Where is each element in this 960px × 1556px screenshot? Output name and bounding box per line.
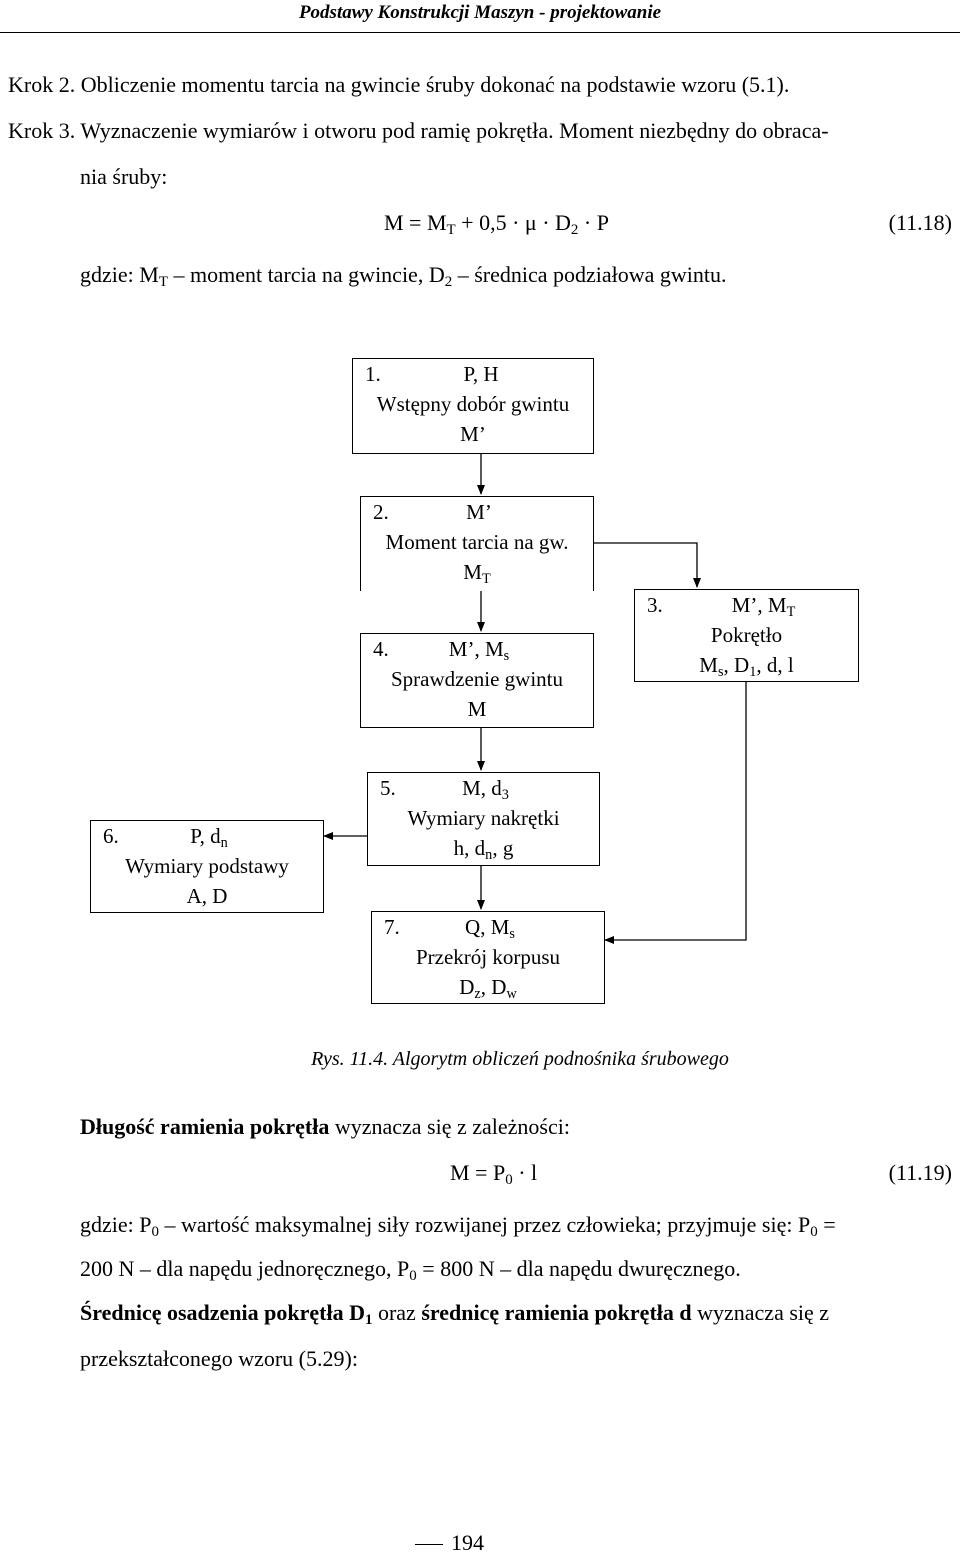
flowchart-connectors xyxy=(323,454,747,944)
arrow-2-to-3 xyxy=(593,542,701,588)
krok3-text: Krok 3. Wyznaczenie wymiarów i otworu po… xyxy=(8,118,829,143)
header-rule xyxy=(0,32,960,33)
formula-11-18: M = MT + 0,5 · μ · D2 · P xyxy=(384,210,609,239)
flow-box-3: 3.M’, MT Pokrętło Ms, D1, d, l xyxy=(634,589,859,682)
arm-length-text: Długość ramienia pokrętła wyznacza się z… xyxy=(80,1114,570,1139)
flow-box-2: 2.M’ Moment tarcia na gw. MT xyxy=(360,496,594,591)
where-mt-text: gdzie: MT – moment tarcia na gwincie, D2… xyxy=(80,262,727,291)
figure-caption: Rys. 11.4. Algorytm obliczeń podnośnika … xyxy=(311,1048,729,1070)
where-p0-text-cont: 200 N – dla napędu jednoręcznego, P0 = 8… xyxy=(80,1256,741,1285)
flow-box-6: 6.P, dn Wymiary podstawy A, D xyxy=(90,820,324,913)
flow-box-7: 7.Q, Ms Przekrój korpusu Dz, Dw xyxy=(371,911,605,1004)
flow-box-4: 4.M’, Ms Sprawdzenie gwintu M xyxy=(360,633,594,728)
diameter-text: Średnicę osadzenia pokrętła D1 oraz śred… xyxy=(80,1300,830,1329)
krok3-text-cont: nia śruby: xyxy=(80,164,168,189)
diameter-text-cont: przekształconego wzoru (5.29): xyxy=(80,1346,358,1371)
flow-box-1: 1.P, H Wstępny dobór gwintu M’ xyxy=(352,358,594,454)
flow-box-5: 5.M, d3 Wymiary nakrętki h, dn, g xyxy=(367,772,600,866)
where-p0-text: gdzie: P0 – wartość maksymalnej siły roz… xyxy=(80,1212,836,1241)
page-number: 194 xyxy=(415,1530,484,1556)
formula-11-19: M = P0 · l xyxy=(450,1160,538,1189)
equation-number-11-19: (11.19) xyxy=(888,1160,952,1185)
equation-number-11-18: (11.18) xyxy=(888,210,952,235)
krok2-text: Krok 2. Obliczenie momentu tarcia na gwi… xyxy=(8,72,790,97)
arrow-3-to-7 xyxy=(604,682,747,944)
running-header: Podstawy Konstrukcji Maszyn - projektowa… xyxy=(298,2,662,23)
